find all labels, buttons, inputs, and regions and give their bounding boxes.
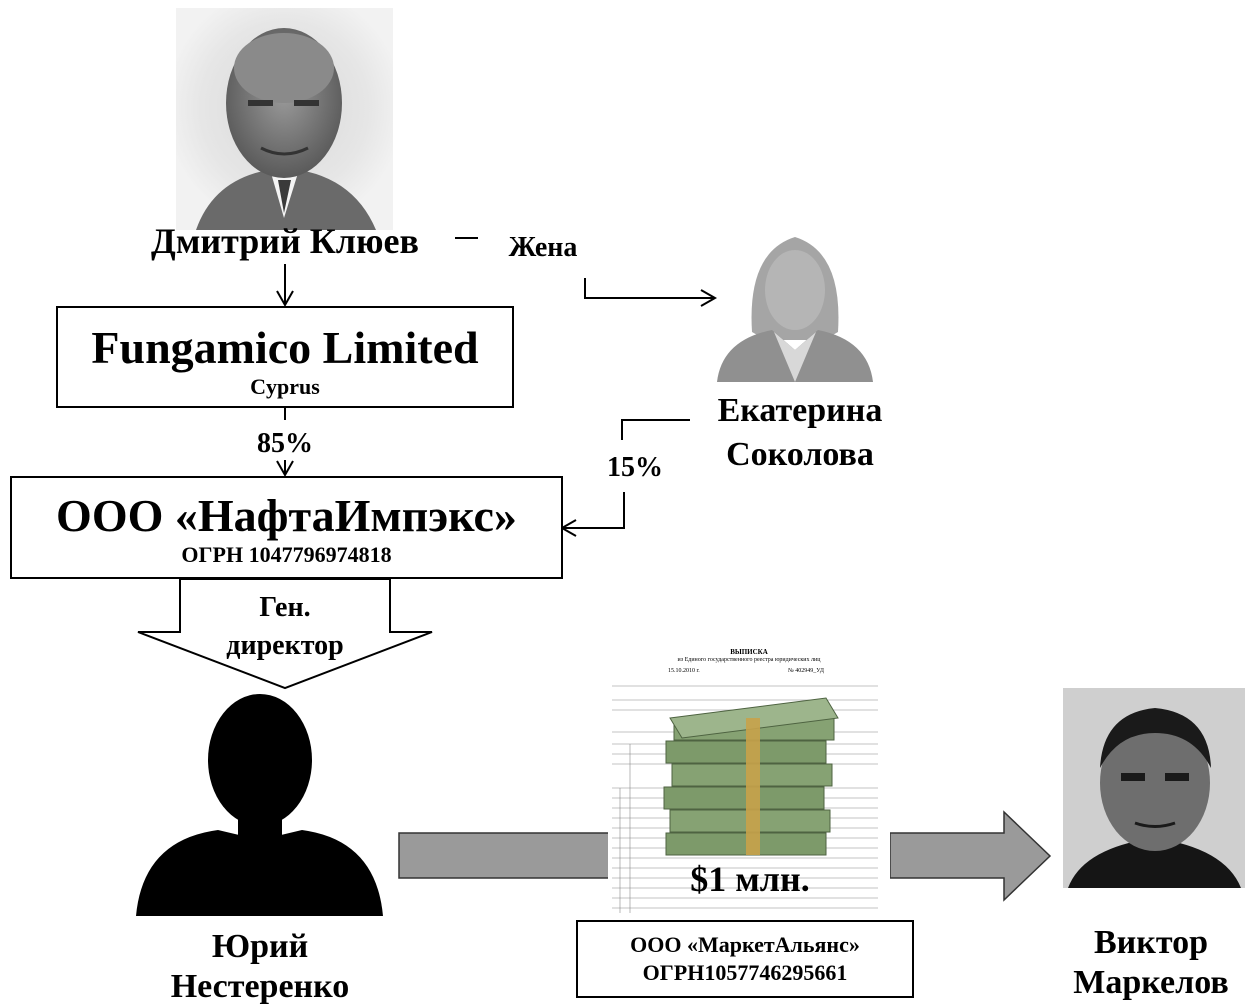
transfer-amount: $1 млн. [690,859,810,899]
fungamico-country: Cyprus [250,374,320,399]
sokolova-name-line1: Екатерина [717,392,883,429]
share-85-label: 85% [257,428,313,459]
nesterenko-name-line2: Нестеренко [170,968,350,1005]
gen-director-line2: директор [226,630,344,661]
wife-arrow [584,278,718,307]
markelov-name-line2: Маркелов [1073,964,1229,1001]
sokolova-name-line2: Соколова [726,436,874,473]
fungamico-box: Fungamico Limited Cyprus [56,306,514,408]
markelov-name-line1: Виктор [1093,924,1209,961]
document-subtitle: из Единого государственного реестра юрид… [677,657,821,663]
nesterenko-silhouette-icon [128,690,388,916]
registry-extract-document: ВЫПИСКА из Единого государственного реес… [608,648,890,918]
gen-director-arrow [137,578,433,690]
naftaimpex-name: ООО «НафтаИмпэкс» [56,490,517,541]
document-number: № 402949_УД [788,668,824,674]
gray-arrow-right [889,810,1052,902]
markelov-photo [1063,688,1245,888]
document-title: ВЫПИСКА [730,648,768,656]
fungamico-name: Fungamico Limited [91,322,479,373]
marketalyans-ogrn: ОГРН1057746295661 [642,960,848,985]
marketalyans-box: ООО «МаркетАльянс» ОГРН1057746295661 [576,920,914,998]
gen-director-line1: Ген. [259,592,311,623]
money-stack-icon [663,697,839,856]
klyuev-photo [176,8,393,230]
sokolova-top-bracket [621,419,690,440]
klyuev-name: Дмитрий Клюев [151,221,419,261]
sokolova-silhouette-icon [712,222,878,382]
gray-bar-left [398,832,612,879]
wife-label: Жена [508,232,578,263]
marketalyans-name: ООО «МаркетАльянс» [630,932,860,957]
nesterenko-name-line1: Юрий [211,928,309,965]
naftaimpex-box: ООО «НафтаИмпэкс» ОГРН 1047796974818 [10,476,563,579]
document-date: 15.10.2010 г. [668,668,700,674]
naftaimpex-ogrn: ОГРН 1047796974818 [181,542,392,567]
sokolova-to-nafta-arrow [559,492,625,537]
share-15-label: 15% [607,452,663,483]
